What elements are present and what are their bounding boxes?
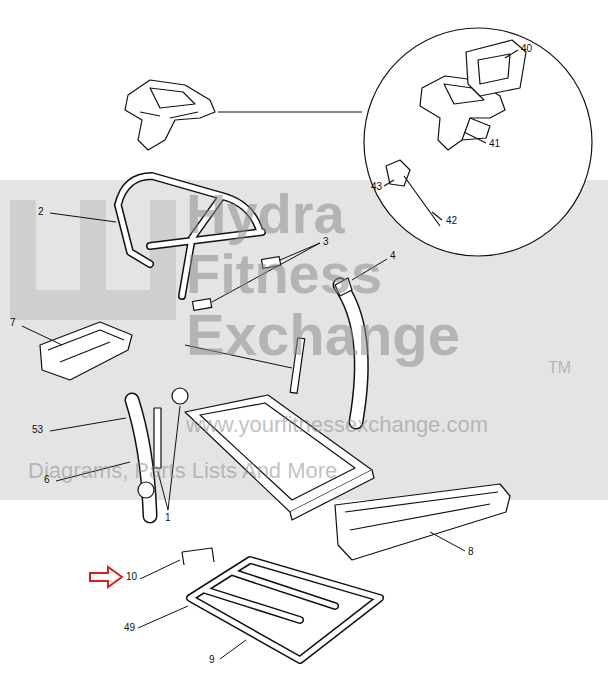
callout-number: 42: [446, 216, 457, 226]
watermark-text: Hydra: [186, 186, 345, 242]
callout-number: 43: [371, 182, 382, 192]
callout-number: 40: [521, 44, 532, 54]
callout-number: 49: [124, 623, 135, 633]
callout-number: 3: [323, 237, 329, 247]
watermark-text: Fitness: [186, 246, 382, 302]
watermark-url: www.yourfitnessexchange.com: [186, 414, 488, 436]
callout-number: 10: [126, 572, 137, 582]
callout-number: 4: [390, 251, 396, 261]
callout-number: 8: [468, 547, 474, 557]
callout-number: 9: [209, 655, 215, 665]
callout-number: 7: [10, 318, 16, 328]
callout-number: 41: [489, 139, 500, 149]
watermark-tagline: Diagrams, Parts Lists And More: [28, 460, 337, 482]
callout-number: 53: [32, 425, 43, 435]
callout-number: 6: [44, 475, 50, 485]
red-pointer-arrow: [90, 567, 122, 587]
watermark-text: TM: [548, 360, 571, 376]
callout-number: 1: [165, 513, 171, 523]
callout-number: 2: [38, 207, 44, 217]
watermark-text: Exchange: [186, 306, 460, 364]
